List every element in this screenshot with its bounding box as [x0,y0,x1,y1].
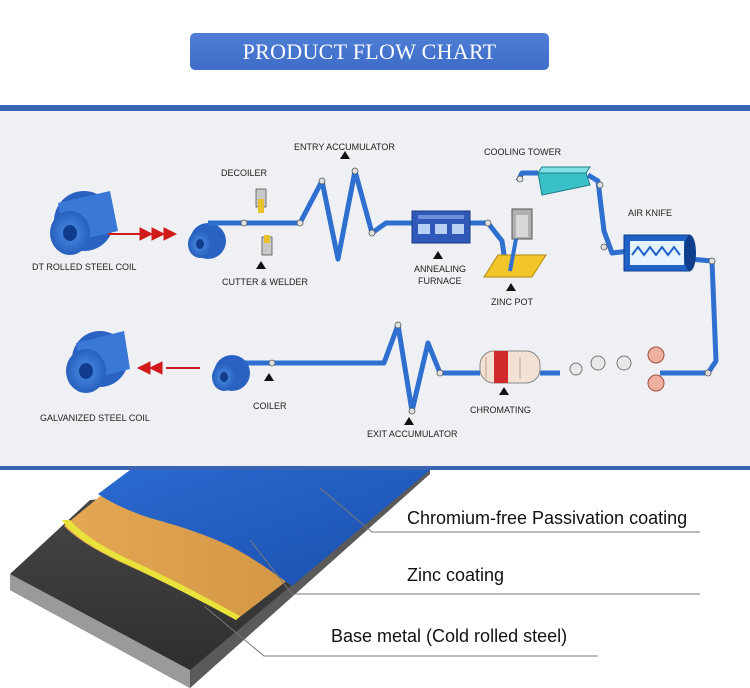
top-divider-band [0,105,750,111]
decoiler-label: DECOILER [221,168,268,178]
annealing-furnace-icon [411,210,471,244]
cutter-welder-icon [255,188,273,256]
layer-label-passivation: Chromium-free Passivation coating [407,508,687,528]
flow-diagram-svg: DT ROLLED STEEL COIL DECOILER CUTTER & W… [32,142,719,439]
air-knife-label: AIR KNIFE [628,208,672,218]
galvanized-coil-icon [66,331,130,393]
entry-accumulator-label: ENTRY ACCUMULATOR [294,142,395,152]
galvanized-coil-label: GALVANIZED STEEL COIL [40,413,150,423]
chromating-pointer-icon [499,387,509,395]
zinc-pot-pointer-icon [506,283,516,291]
snout-icon [511,208,533,240]
cutter-welder-label: CUTTER & WELDER [222,277,309,287]
zinc-pot-icon [483,238,547,278]
decoiler-coil-icon [188,223,226,259]
chromating-label: CHROMATING [470,405,531,415]
annealing-label-2: FURNACE [418,276,462,286]
coiler-pointer-icon [264,373,274,381]
layer-label-zinc: Zinc coating [407,565,504,585]
air-knife-icon [623,234,696,272]
coating-layers-diagram: Chromium-free Passivation coating Zinc c… [10,470,700,688]
bottom-divider-band [0,466,750,470]
annealing-pointer-icon [433,251,443,259]
strip-bottom-line [232,322,708,414]
exit-accumulator-label: EXIT ACCUMULATOR [367,429,458,439]
zinc-pot-label: ZINC POT [491,297,534,307]
coiler-coil-icon [212,355,250,391]
flow-diagram: DT ROLLED STEEL COIL DECOILER CUTTER & W… [0,111,750,466]
passivation-layer [98,470,430,586]
strip-rollers-bottom [268,321,712,415]
pinch-rollers-icon [569,346,665,392]
strip-rollers [240,167,716,265]
cooling-tower-icon [537,166,591,196]
exit-accumulator-pointer-icon [404,417,414,425]
layer-label-base-metal: Base metal (Cold rolled steel) [331,626,567,646]
page-title: PRODUCT FLOW CHART [190,33,549,70]
header: PRODUCT FLOW CHART [0,0,750,105]
cold-coil-icon [50,191,118,255]
cold-coil-label: DT ROLLED STEEL COIL [32,262,137,272]
entry-accumulator-pointer-icon [340,151,350,159]
chromating-icon [479,350,541,384]
annealing-label-1: ANNEALING [414,264,466,274]
exit-arrow-icon [136,361,200,375]
leader-lines [203,487,700,657]
cutter-pointer-icon [256,261,266,269]
feed-arrow-icon [108,227,178,241]
cooling-tower-label: COOLING TOWER [484,147,562,157]
coiler-label: COILER [253,401,287,411]
